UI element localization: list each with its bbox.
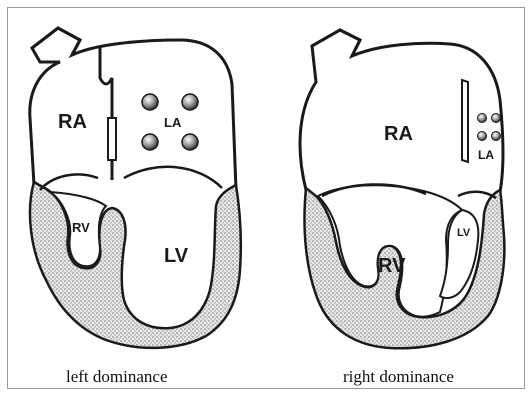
right-la-vein-3 — [478, 132, 487, 141]
caption-left-dominance: left dominance — [66, 367, 168, 387]
right-atria-outline — [300, 30, 503, 192]
left-atria-outline — [30, 28, 236, 190]
right-label-lv: LV — [457, 227, 471, 239]
right-la-vein-2 — [492, 114, 501, 123]
right-la-vein-1 — [478, 114, 487, 123]
right-label-la: LA — [478, 148, 494, 162]
left-la-vein-3 — [142, 134, 158, 150]
left-septum-crest — [108, 118, 116, 160]
left-label-rv: RV — [72, 220, 90, 235]
left-la-vein-4 — [182, 134, 198, 150]
left-label-lv: LV — [164, 245, 189, 267]
right-interatrial-septum — [462, 80, 468, 162]
right-label-rv: RV — [378, 255, 406, 277]
caption-right-dominance: right dominance — [343, 367, 454, 387]
left-la-vein-1 — [142, 94, 158, 110]
right-la-vein-4 — [492, 132, 501, 141]
left-label-ra: RA — [58, 111, 87, 133]
left-la-vein-2 — [182, 94, 198, 110]
right-heart: RA LA RV LV — [300, 30, 504, 348]
left-label-la: LA — [164, 115, 182, 130]
left-ventricle-wall — [30, 182, 241, 348]
left-heart: RA LA RV LV — [30, 28, 241, 348]
right-label-ra: RA — [384, 123, 413, 145]
